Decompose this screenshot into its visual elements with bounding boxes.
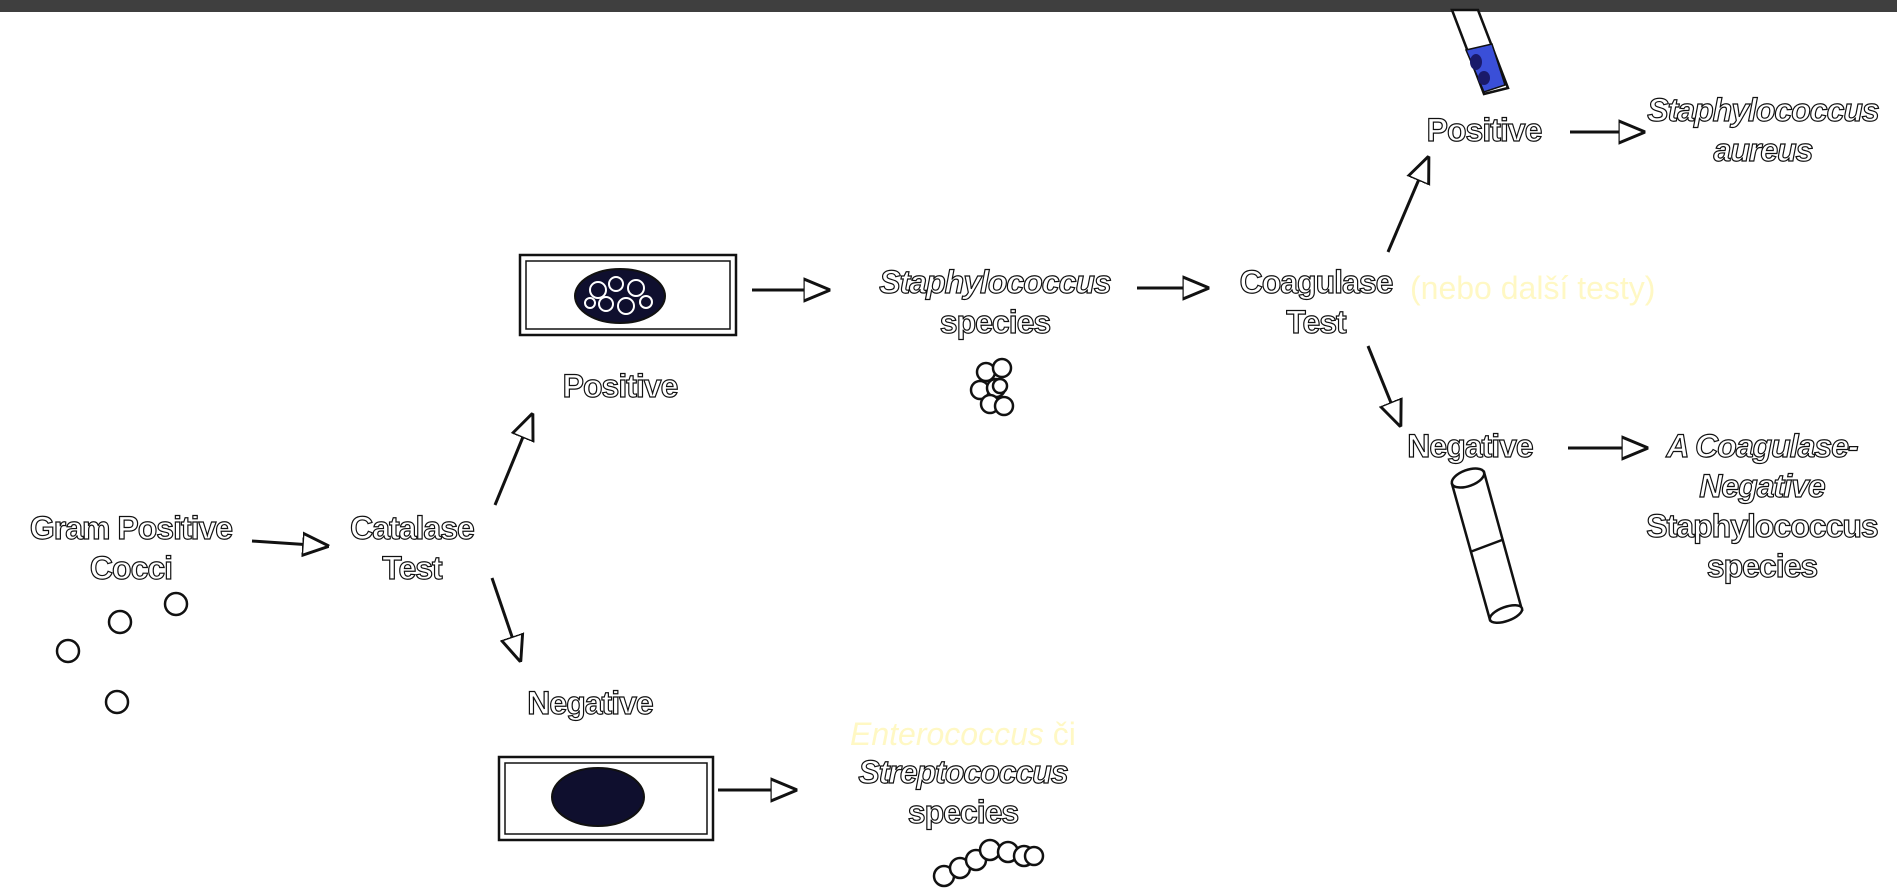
node-aureus-line2: aureus <box>1713 131 1814 168</box>
node-staphylococcus-species: Staphylococcus species <box>860 262 1130 342</box>
node-staphylococcus-aureus: Staphylococcus aureus <box>1632 90 1894 170</box>
arrow-catalase-to-positive <box>493 415 532 506</box>
note-enterococcus: Enterococcus či <box>850 714 1076 754</box>
node-staph-line1: Staphylococcus <box>879 263 1113 300</box>
node-coagulase-negative: Negative <box>1407 427 1535 464</box>
node-streptococcus-species: Streptococcus species <box>838 752 1088 832</box>
node-coagulase-negative-staphylococcus: A Coagulase- Negative Staphylococcus spe… <box>1630 426 1894 586</box>
node-cns-line1: A Coagulase- <box>1666 427 1859 464</box>
node-catalase-negative: Negative <box>527 684 655 721</box>
staphylococcus-cluster-icon <box>969 357 1015 417</box>
note-other-tests: (nebo další testy) <box>1410 270 1656 306</box>
catalase-negative-slide-icon <box>497 755 715 842</box>
node-cns-line2: Negative <box>1699 467 1827 504</box>
note-enterococcus-name: Enterococcus <box>850 716 1044 752</box>
node-coagulase-test: Coagulase Test <box>1222 262 1410 342</box>
node-catalase-line2: Test <box>382 549 444 586</box>
coagulase-negative-tube-icon <box>1450 467 1524 625</box>
streptococcus-chain-icon <box>932 838 1045 888</box>
node-strep-line1: Streptococcus <box>858 753 1069 790</box>
node-aureus-line1: Staphylococcus <box>1647 91 1881 128</box>
coagulase-positive-tube-icon <box>1450 8 1510 96</box>
node-gram-positive-line2: Cocci <box>89 549 173 586</box>
top-bar <box>0 0 1897 12</box>
arrow-catalase-to-negative <box>490 577 520 660</box>
node-cns-line3: Staphylococcus <box>1646 507 1880 544</box>
arrow-coagulase-to-positive <box>1386 158 1428 253</box>
node-catalase-line1: Catalase <box>350 509 476 546</box>
node-coagulase-line1: Coagulase <box>1239 263 1394 300</box>
node-cns-line4: species <box>1706 547 1819 584</box>
node-gram-positive-cocci: Gram Positive Cocci <box>8 508 254 588</box>
node-catalase-test: Catalase Test <box>332 508 492 588</box>
node-gram-positive-line1: Gram Positive <box>29 509 233 546</box>
node-coagulase-line2: Test <box>1286 303 1348 340</box>
arrow-coagulase-to-negative <box>1366 345 1400 425</box>
node-staph-line2: species <box>939 303 1052 340</box>
catalase-positive-slide-icon <box>518 253 738 337</box>
cocci-icon <box>55 591 189 715</box>
arrow-gram-to-catalase <box>251 541 327 546</box>
node-catalase-positive: Positive <box>562 367 679 404</box>
node-coagulase-positive: Positive <box>1426 111 1543 148</box>
node-strep-line2: species <box>907 793 1020 830</box>
note-enterococcus-or: či <box>1043 716 1076 752</box>
